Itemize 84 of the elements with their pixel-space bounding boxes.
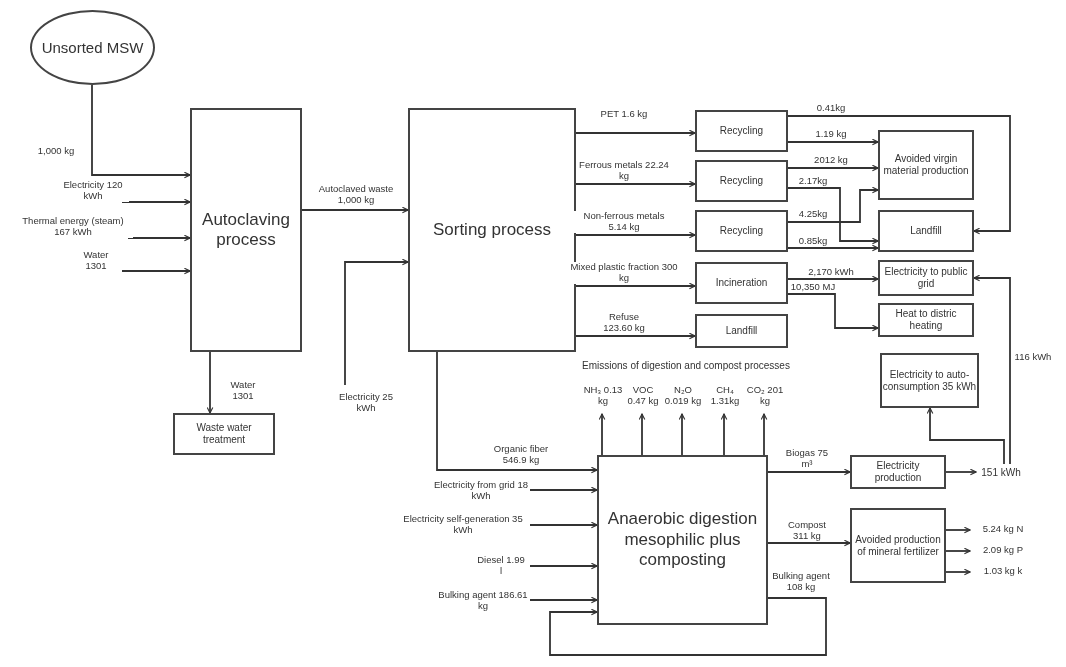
box-label: Recycling (719, 175, 764, 187)
box-label: Heat to distric heating (894, 308, 958, 332)
process-box (850, 508, 946, 583)
box-label: Landfill (725, 325, 758, 337)
flow-arrow (575, 332, 696, 340)
process-box (878, 130, 974, 200)
flow-arrow (436, 351, 598, 474)
box-label: Unsorted MSW (41, 38, 144, 57)
flow-arrow (575, 129, 696, 137)
flow-arrow (678, 413, 686, 456)
flow-arrow (945, 468, 977, 476)
flow-arrow (787, 138, 879, 146)
process-box (597, 455, 768, 625)
flow-arrow (575, 231, 696, 239)
flow-arrow (787, 275, 879, 283)
box-label: Avoided production of mineral fertilizer (854, 533, 942, 558)
flow-arrow (767, 468, 851, 476)
process-box (695, 262, 788, 304)
process-box (695, 110, 788, 152)
process-box (850, 455, 946, 489)
flow-arrow (91, 84, 191, 179)
process-box (878, 303, 974, 337)
flow-label: Mixed plastic fraction 300 kg (568, 262, 680, 284)
flow-label: Electricity from grid 18 kWh (432, 480, 530, 502)
flow-arrow (344, 258, 409, 386)
flow-arrow (787, 293, 879, 332)
process-box (880, 353, 979, 408)
flow-label: CO₂ 201 kg (744, 385, 786, 407)
flow-arrow (575, 180, 696, 188)
flow-arrow (301, 206, 409, 214)
flow-label: Ferrous metals 22.24 kg (578, 160, 670, 182)
flow-arrow (945, 547, 971, 555)
flow-label: NH₃ 0.13 kg (582, 385, 624, 407)
flow-label: Diesel 1.99 l (475, 555, 527, 577)
flow-arrow (127, 234, 191, 242)
flow-arrow (598, 413, 606, 456)
process-box (878, 260, 974, 296)
box-label: Recycling (719, 225, 764, 237)
box-label: Anaerobic digestion mesophilic plus composting (606, 509, 759, 571)
flow-arrow (926, 407, 1005, 465)
flow-arrow (787, 115, 1011, 235)
flow-arrow (206, 351, 214, 414)
flow-arrow (549, 597, 827, 656)
box-label: Electricity to auto-consumption 35 kWh (882, 368, 977, 393)
box-label: Landfill (910, 225, 942, 237)
flow-label: PET 1.6 kg (598, 109, 650, 120)
flow-arrow (787, 244, 879, 252)
flow-arrow (945, 568, 971, 576)
process-box (190, 108, 302, 352)
flow-arrow (787, 186, 879, 223)
box-label: Waste water treatment (195, 422, 253, 446)
flow-label: 10,350 MJ (789, 282, 837, 293)
flow-arrow (787, 187, 879, 245)
flow-label: 116 kWh (1012, 352, 1054, 363)
box-label: Sorting process (432, 219, 552, 241)
process-box (695, 210, 788, 252)
box-label: Electricity to public grid (883, 266, 969, 290)
box-label: Electricity production (873, 460, 923, 484)
flow-arrow (720, 413, 728, 456)
flow-arrow (787, 164, 879, 172)
flow-arrow (945, 526, 971, 534)
flow-arrow (529, 596, 598, 604)
flow-arrow (121, 198, 191, 206)
flow-label: Bulking agent 108 kg (770, 571, 832, 593)
box-label: Autoclaving process (201, 209, 291, 251)
process-box (695, 160, 788, 202)
flow-arrow (760, 413, 768, 456)
value-text: 151 kWh (976, 464, 1026, 480)
box-label: Recycling (719, 125, 764, 137)
flow-arrow (529, 486, 598, 494)
flow-arrow (767, 539, 851, 547)
process-box (878, 210, 974, 252)
flow-label: Bulking agent 186.61 kg (437, 590, 529, 612)
flow-arrow (638, 413, 646, 456)
flow-arrow (529, 562, 598, 570)
flow-arrow (121, 267, 191, 275)
flow-label: 2,170 kWh (805, 267, 857, 278)
flow-arrow (575, 282, 696, 290)
box-label: Avoided virgin material production (882, 153, 970, 177)
process-box (173, 413, 275, 455)
flow-arrow (529, 521, 598, 529)
box-label: Incineration (715, 277, 768, 289)
process-box (695, 314, 788, 348)
flow-arrow (973, 274, 1011, 465)
